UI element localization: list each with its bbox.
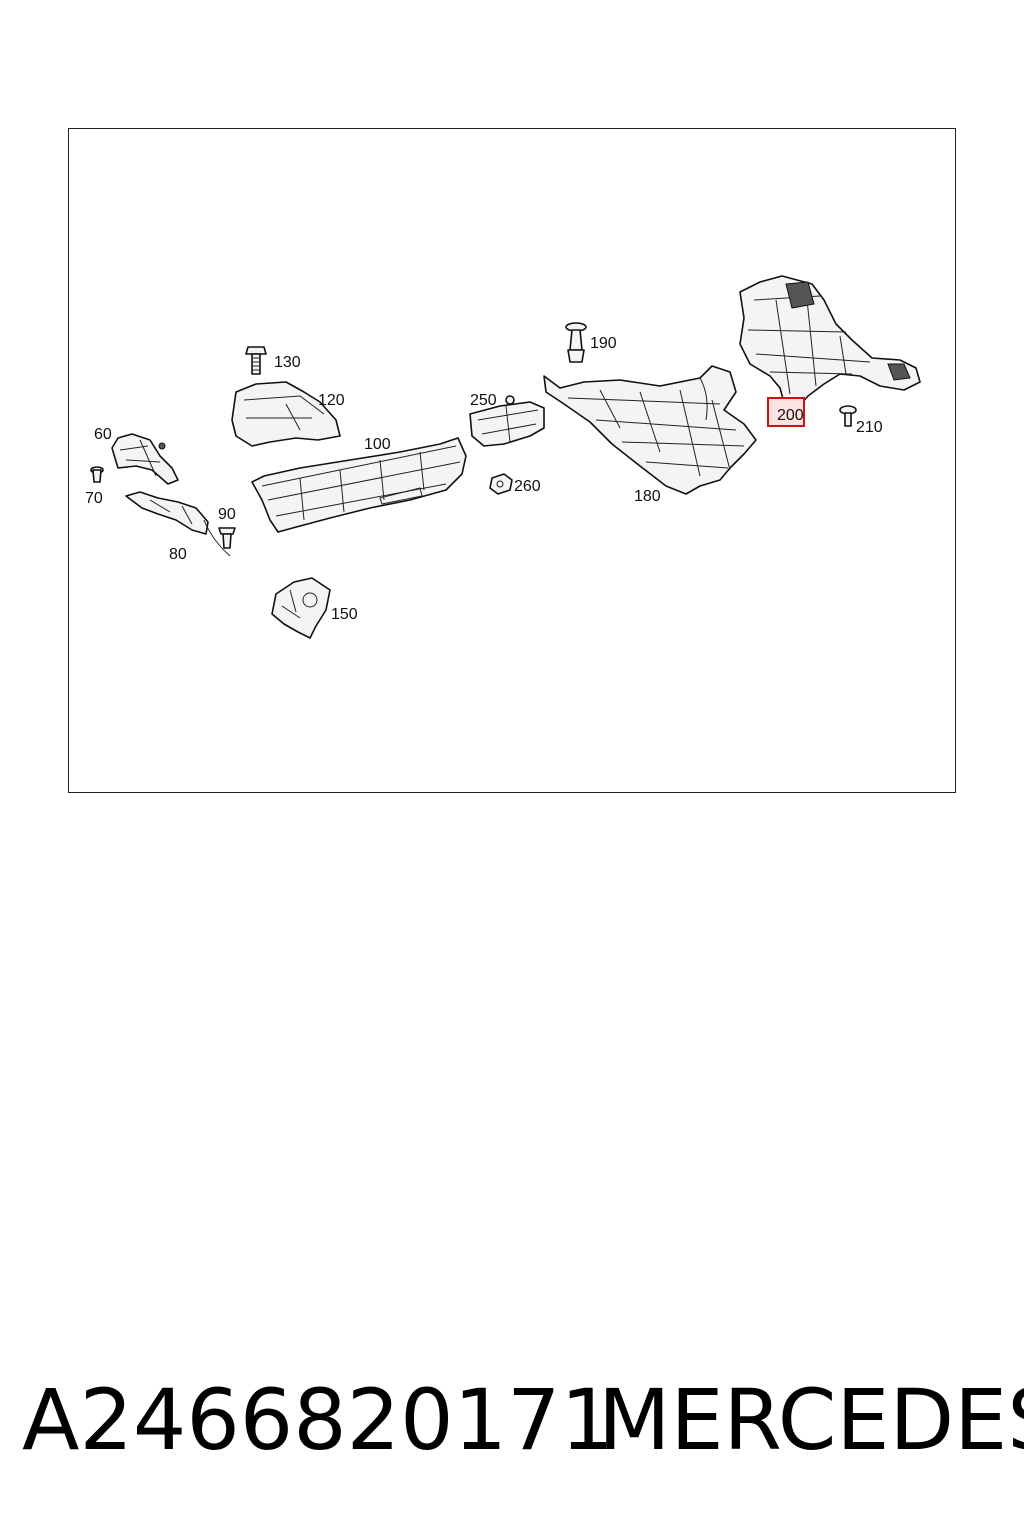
callout-200-highlight — [767, 397, 805, 427]
callout-180: 180 — [634, 488, 661, 505]
part-120-heat-shield — [231, 381, 341, 447]
callout-80: 80 — [169, 546, 187, 563]
part-100-heat-shield — [251, 437, 467, 533]
callout-210: 210 — [856, 419, 883, 436]
callout-250: 250 — [470, 392, 497, 409]
callout-190: 190 — [590, 335, 617, 352]
part-60-bracket — [111, 433, 179, 485]
part-250-shield — [469, 395, 545, 447]
part-80-bracket — [125, 491, 231, 557]
parts-diagram: 60 70 80 90 100 120 130 150 180 190 200 … — [85, 275, 921, 639]
callout-130: 130 — [274, 354, 301, 371]
callout-100: 100 — [364, 436, 391, 453]
part-70-screw — [90, 466, 104, 483]
part-number: A2466820171 — [22, 1371, 614, 1469]
diagram-frame — [68, 128, 956, 793]
callout-260: 260 — [514, 478, 541, 495]
part-190-clip — [565, 322, 587, 363]
footer: A2466820171 MERCEDES — [0, 1370, 1024, 1480]
part-260-nut — [489, 473, 513, 495]
part-150-bracket — [271, 577, 331, 639]
callout-90: 90 — [218, 506, 236, 523]
part-200-heat-shield — [739, 275, 921, 411]
part-90-clip — [218, 527, 236, 549]
part-180-heat-shield — [543, 365, 757, 495]
callout-150: 150 — [331, 606, 358, 623]
brand-name: MERCEDES — [598, 1371, 1024, 1469]
callout-70: 70 — [85, 490, 103, 507]
part-130-bolt — [245, 346, 267, 375]
part-210-clip — [839, 405, 857, 427]
callout-60: 60 — [94, 426, 112, 443]
callout-200: 200 — [777, 407, 804, 424]
callout-120: 120 — [318, 392, 345, 409]
